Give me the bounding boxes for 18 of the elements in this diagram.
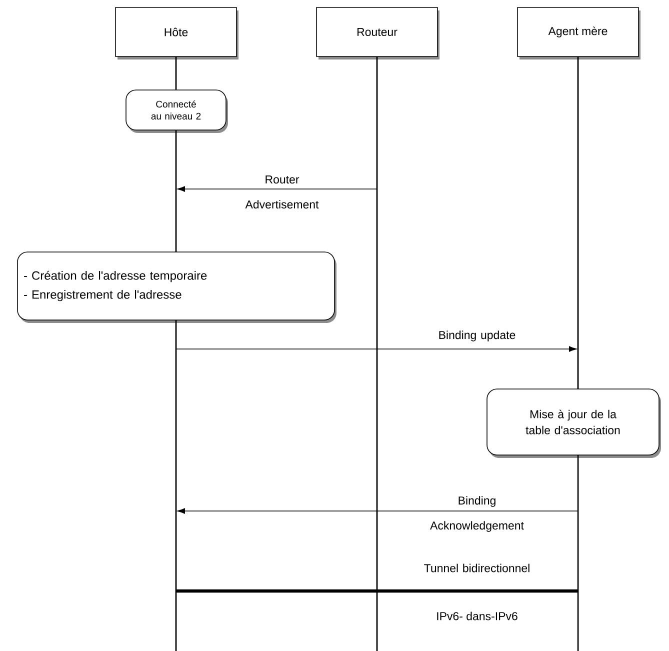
message-arrow <box>176 346 577 352</box>
lifeline <box>376 57 378 651</box>
lifeline <box>577 455 579 651</box>
edge-label: Binding Acknowledgement <box>430 496 524 532</box>
participant-box: Hôte <box>115 7 238 60</box>
participant-box: Agent mère <box>517 7 640 60</box>
tunnel-label: IPv6- dans-IPv6 <box>437 612 518 620</box>
lifeline <box>175 56 177 90</box>
action-note: Mise à jour de la table d'association <box>486 388 661 458</box>
action-note: - Création de l'adresse temporaire - Enregistrement de l'adresse <box>17 252 336 323</box>
edge-label: Tunnel bidirectionnel <box>424 564 530 572</box>
tunnel-line <box>176 589 578 593</box>
edge-label: Router Advertisement <box>245 176 319 209</box>
message-arrow <box>177 508 578 514</box>
edge-label: Binding update <box>439 330 516 342</box>
state-note: Connecté au niveau 2 <box>126 90 228 133</box>
participant-box: Routeur <box>316 7 440 60</box>
message-arrow <box>177 186 378 192</box>
